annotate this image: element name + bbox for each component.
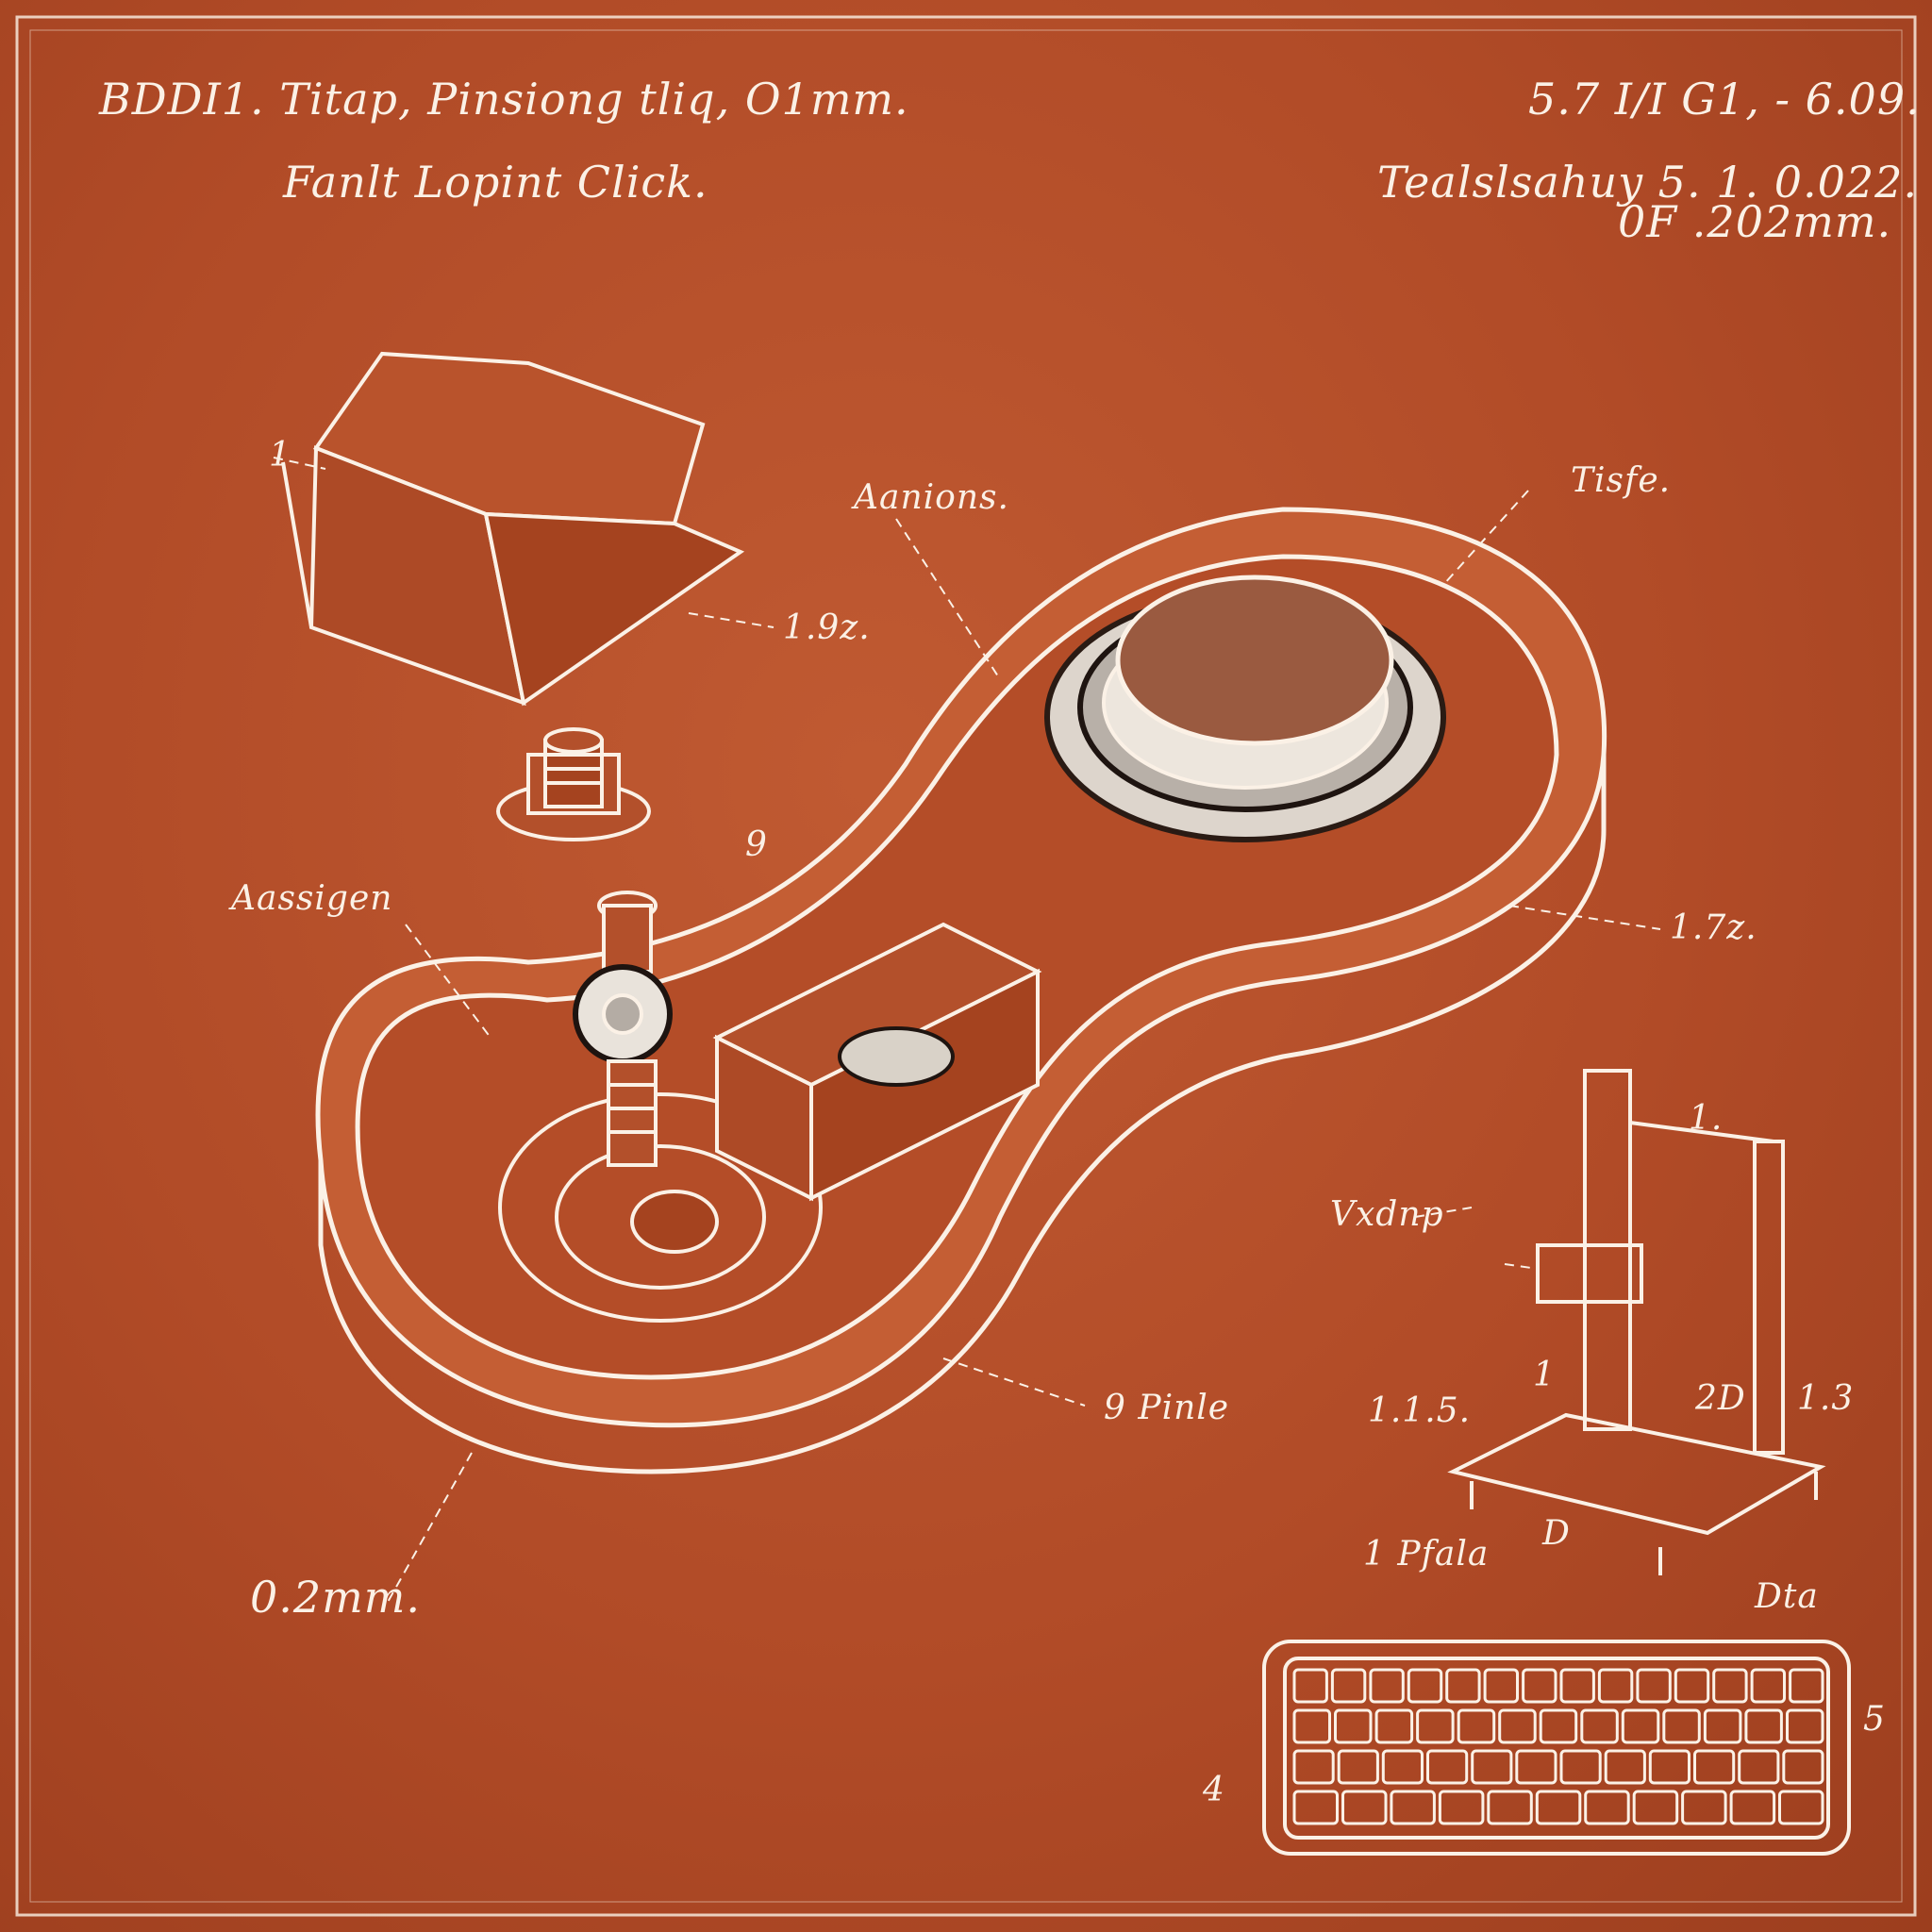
screw-drawing [496,727,651,841]
keyboard-key [1604,1749,1646,1785]
keyboard-key [1662,1708,1701,1744]
keyboard-key [1515,1749,1557,1785]
keyboard-number-right: 5 [1863,1700,1886,1739]
spring-label: Aassigen [231,879,393,918]
keyboard-key [1330,1668,1367,1704]
keyboard-key [1337,1749,1379,1785]
keyboard-key [1483,1668,1519,1704]
keyboard-key [1789,1668,1824,1704]
keyboard-key [1636,1668,1672,1704]
thickness-dimension: 0.2mm. [250,1572,422,1623]
bottom-label: 9 Pinle [1104,1389,1230,1427]
stand-dim-left: 1.1.5. [1368,1391,1472,1430]
keyboard-key [1341,1790,1388,1825]
spring-drawing [573,891,673,1167]
header-right-line3: 0F .202mm. [1618,196,1892,247]
keyboard-key [1522,1668,1557,1704]
keyboard-key [1786,1708,1824,1744]
keyboard-key [1738,1749,1780,1785]
keyboard-key [1292,1749,1335,1785]
keyboard-key [1681,1790,1727,1825]
left-pad-drawing [498,1092,823,1323]
header-right-line2: Tealslsahuy 5. 1. 0.022. [1377,157,1919,208]
keycap-number: 1 [269,436,291,475]
keyboard-key [1674,1668,1710,1704]
side-dimension: 1.7z. [1670,908,1757,947]
keyboard-key [1407,1668,1443,1704]
keyboard-key [1381,1749,1424,1785]
mechanism-drawing [712,922,1042,1202]
keyboard-key [1584,1790,1630,1825]
header-left-line1: BDDI1. Titap, Pinsiong tliq, O1mm. [99,74,909,125]
keyboard-key [1648,1749,1691,1785]
keyboard-key [1416,1708,1455,1744]
keyboard-key [1782,1749,1824,1785]
keyboard-key [1334,1708,1373,1744]
keyboard-key [1539,1708,1578,1744]
keyboard-key [1292,1790,1339,1825]
stand-foot-label: 1 Pfala [1363,1535,1490,1574]
keyboard-key [1498,1708,1537,1744]
keycap-drawing [281,351,745,707]
top-right-label: Tisfe. [1571,461,1672,500]
header-left-line2: Fanlt Lopint Click. [283,157,708,208]
outer-frame [15,15,1917,1917]
keyboard-key [1703,1708,1742,1744]
stand-side-label: Vxdnp [1330,1195,1444,1234]
stand-dim-right: 1.3 [1797,1379,1855,1418]
keyboard-key [1535,1790,1582,1825]
keyboard-key [1712,1668,1748,1704]
keyboard-key [1292,1708,1331,1744]
keyboard-key [1487,1790,1533,1825]
stand-num-left: 1 [1533,1356,1556,1394]
keyboard-key [1369,1668,1405,1704]
keyboard-key [1471,1749,1513,1785]
keyboard-key [1438,1790,1485,1825]
keyboard-drawing [1262,1640,1851,1856]
stand-top-label: 1. [1689,1099,1724,1138]
inner-frame [29,29,1903,1903]
keyboard-key [1693,1749,1736,1785]
stand-foot-note: D [1542,1514,1571,1553]
keyboard-key [1559,1749,1602,1785]
keyboard-label: Dta [1755,1577,1819,1616]
stand-dim-mid: 2D [1695,1379,1746,1418]
header-right-line1: 5.7 I/I G1, - 6.09. [1528,74,1921,125]
keyboard-key [1621,1708,1660,1744]
keyboard-key [1778,1790,1824,1825]
keyboard-key [1390,1790,1436,1825]
keycap-dimension: 1.9z. [783,608,871,647]
keyboard-key [1457,1708,1496,1744]
stand-drawing [1447,1069,1826,1575]
keyboard-number-left: 4 [1203,1771,1225,1809]
keyboard-key [1426,1749,1469,1785]
keyboard-key [1445,1668,1481,1704]
small-label: 9 [745,825,768,864]
keyboard-key [1374,1708,1414,1744]
keyboard-key [1729,1790,1776,1825]
keyboard-key [1292,1668,1328,1704]
keyboard-key [1632,1790,1679,1825]
callout-leaders [273,457,1661,1605]
assembly-label: Aanions. [854,478,1009,517]
keyboard-key [1580,1708,1619,1744]
keyboard-key [1744,1708,1783,1744]
thumb-pad-drawing [1044,575,1446,842]
keyboard-key [1750,1668,1786,1704]
keyboard-key [1597,1668,1634,1704]
keyboard-key [1559,1668,1595,1704]
